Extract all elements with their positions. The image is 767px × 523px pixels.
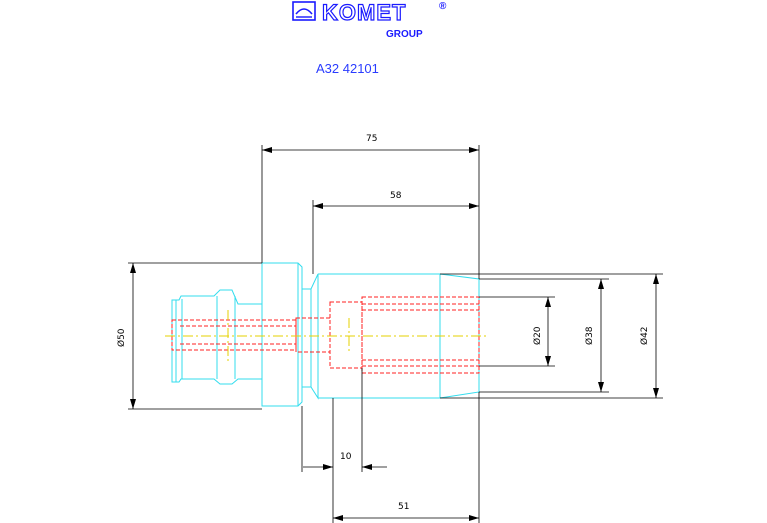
dim-text-20: Ø20	[532, 326, 543, 345]
dim-text-10: 10	[340, 452, 352, 462]
komet-logo-icon	[292, 1, 316, 21]
part-number: A32 42101	[316, 61, 379, 76]
brand-group: GROUP	[386, 29, 423, 40]
dim-text-51: 51	[398, 502, 409, 512]
dim-text-38: Ø38	[584, 326, 595, 345]
part-outline	[171, 262, 480, 407]
dim-text-50: Ø50	[116, 328, 127, 347]
dim-text-42: Ø42	[639, 326, 650, 345]
dim-text-58: 58	[390, 191, 402, 201]
dim-text-75: 75	[366, 134, 377, 144]
registered-mark: ®	[439, 1, 447, 12]
dimension-lines	[128, 145, 663, 523]
center-lines	[165, 310, 488, 362]
brand-name: KOMET	[322, 0, 406, 25]
hidden-lines	[171, 296, 480, 374]
